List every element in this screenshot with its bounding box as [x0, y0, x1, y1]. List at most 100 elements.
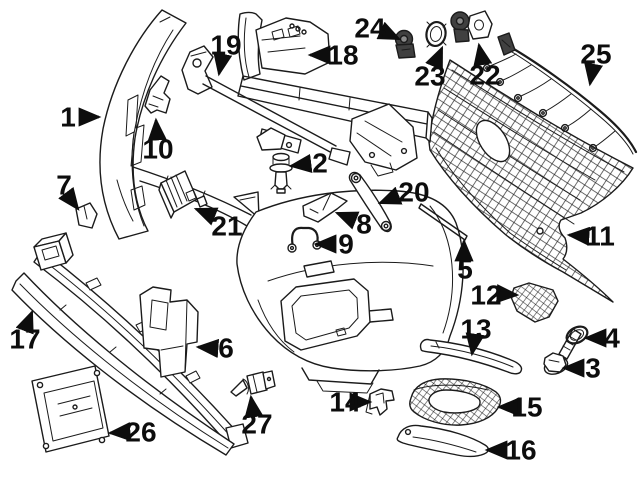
callout-17[interactable]: 17	[9, 309, 41, 355]
fog-lamp-recess	[280, 278, 371, 351]
part-support-brace	[181, 45, 351, 166]
callout-arrow-21	[193, 207, 219, 226]
part-bumper-cover-side	[99, 9, 187, 240]
part-cover-clip	[75, 202, 98, 229]
part-grille-insert	[510, 282, 559, 323]
callout-arrow-13	[465, 332, 485, 357]
callout-arrow-24	[376, 21, 402, 41]
callout-9[interactable]: 9	[313, 229, 354, 260]
callout-27[interactable]: 27	[241, 394, 273, 440]
callout-7[interactable]: 7	[56, 170, 80, 211]
callout-number-2: 2	[312, 148, 328, 179]
callout-number-22: 22	[469, 60, 500, 91]
callout-number-19: 19	[210, 30, 241, 61]
part-radiator-grille	[428, 59, 634, 303]
part-temperature-sensor	[230, 370, 276, 397]
callout-number-20: 20	[398, 177, 429, 208]
callout-arrow-26	[107, 422, 131, 442]
callout-13[interactable]: 13	[460, 314, 492, 357]
callout-22[interactable]: 22	[469, 42, 501, 91]
part-support-strut	[348, 171, 392, 233]
callout-number-17: 17	[9, 324, 40, 355]
callout-4[interactable]: 4	[583, 323, 620, 354]
callout-10[interactable]: 10	[142, 117, 174, 165]
callout-arrow-11	[566, 226, 590, 246]
callout-arrow-20	[377, 186, 403, 205]
callout-24[interactable]: 24	[354, 13, 402, 44]
part-park-sensor	[394, 29, 416, 59]
callout-arrow-8	[334, 211, 360, 230]
callout-number-5: 5	[457, 254, 473, 285]
callout-number-18: 18	[327, 40, 358, 71]
part-expansion-rivet	[269, 152, 293, 194]
callout-number-4: 4	[604, 323, 620, 354]
callout-arrow-19	[213, 52, 233, 77]
callout-16[interactable]: 16	[484, 435, 537, 466]
callout-18[interactable]: 18	[307, 40, 359, 71]
callout-number-13: 13	[460, 314, 491, 345]
callout-2[interactable]: 2	[288, 148, 328, 179]
part-impact-absorber	[33, 232, 249, 449]
grille-mesh	[428, 59, 634, 303]
part-lower-molding	[396, 424, 489, 458]
part-bolt	[543, 328, 582, 375]
callout-3[interactable]: 3	[561, 353, 601, 384]
callout-11[interactable]: 11	[566, 221, 615, 252]
callout-arrow-25	[584, 62, 603, 87]
callout-number-3: 3	[585, 353, 601, 384]
callout-arrow-27	[244, 394, 264, 419]
callout-15[interactable]: 15	[496, 392, 543, 423]
callout-21[interactable]: 21	[193, 207, 243, 242]
callout-number-6: 6	[218, 333, 234, 364]
callout-12[interactable]: 12	[470, 280, 520, 311]
callout-number-14: 14	[329, 387, 361, 418]
callout-number-12: 12	[470, 280, 501, 311]
part-radar-sensor	[158, 170, 208, 219]
callout-23[interactable]: 23	[414, 45, 446, 92]
part-mounting-clip	[365, 388, 395, 416]
grille-star-opening	[475, 119, 511, 163]
part-license-plate-bracket	[31, 365, 110, 453]
callout-number-25: 25	[580, 39, 611, 70]
callout-arrow-17	[15, 309, 34, 335]
callout-number-7: 7	[56, 170, 72, 201]
callout-arrow-10	[147, 117, 167, 141]
part-upper-trim-strip	[418, 203, 468, 241]
callout-number-24: 24	[354, 13, 386, 44]
callout-number-9: 9	[338, 229, 354, 260]
callout-number-8: 8	[356, 209, 372, 240]
callout-number-16: 16	[505, 435, 536, 466]
callout-number-23: 23	[414, 61, 445, 92]
absorber-bracket	[139, 286, 199, 378]
callout-8[interactable]: 8	[334, 209, 372, 240]
callout-14[interactable]: 14	[329, 387, 373, 418]
callout-number-11: 11	[585, 221, 615, 252]
part-wiring-harness	[482, 32, 638, 155]
callout-number-1: 1	[60, 102, 76, 133]
callout-arrow-23	[425, 45, 444, 71]
callout-25[interactable]: 25	[580, 39, 612, 87]
callout-19[interactable]: 19	[210, 30, 242, 77]
callout-1[interactable]: 1	[60, 102, 102, 133]
callout-arrow-7	[58, 186, 80, 211]
callout-number-21: 21	[211, 211, 242, 242]
callout-arrow-2	[288, 153, 313, 173]
callout-number-10: 10	[142, 134, 173, 165]
part-washer-nozzle-cover	[302, 192, 348, 223]
callout-number-26: 26	[125, 417, 156, 448]
part-fog-lamp-grille	[409, 378, 502, 426]
diagram-art	[11, 9, 638, 458]
part-park-sensor-holder	[450, 10, 493, 43]
callout-26[interactable]: 26	[107, 417, 157, 448]
callout-6[interactable]: 6	[195, 333, 234, 364]
callout-number-15: 15	[511, 392, 542, 423]
callout-number-27: 27	[241, 409, 272, 440]
callout-5[interactable]: 5	[454, 238, 474, 285]
callout-arrow-22	[473, 42, 493, 67]
callout-20[interactable]: 20	[377, 177, 430, 208]
callout-arrow-12	[496, 284, 520, 304]
part-side-bracket	[144, 75, 171, 114]
